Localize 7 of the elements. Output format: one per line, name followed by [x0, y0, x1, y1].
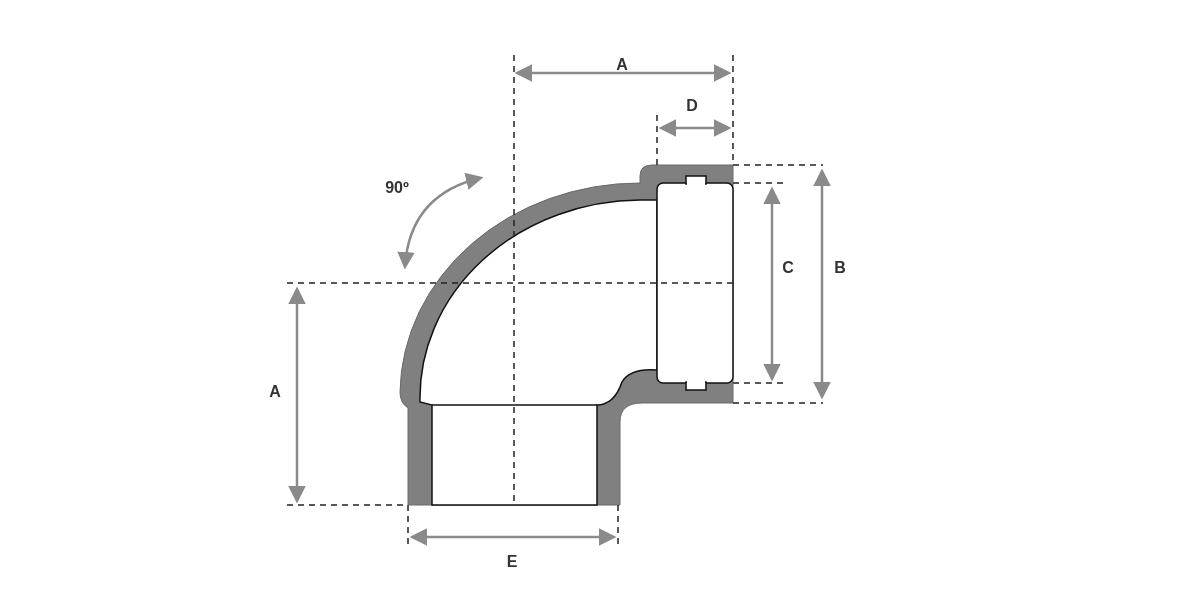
dimension-label: A: [616, 55, 628, 75]
dimension-label: E: [506, 552, 518, 572]
dimension-label: D: [686, 96, 698, 116]
dimension-label: C: [782, 258, 794, 278]
dimension-label: 90º: [385, 178, 409, 198]
dimension-label: B: [834, 258, 846, 278]
dimension-label: A: [269, 382, 281, 402]
